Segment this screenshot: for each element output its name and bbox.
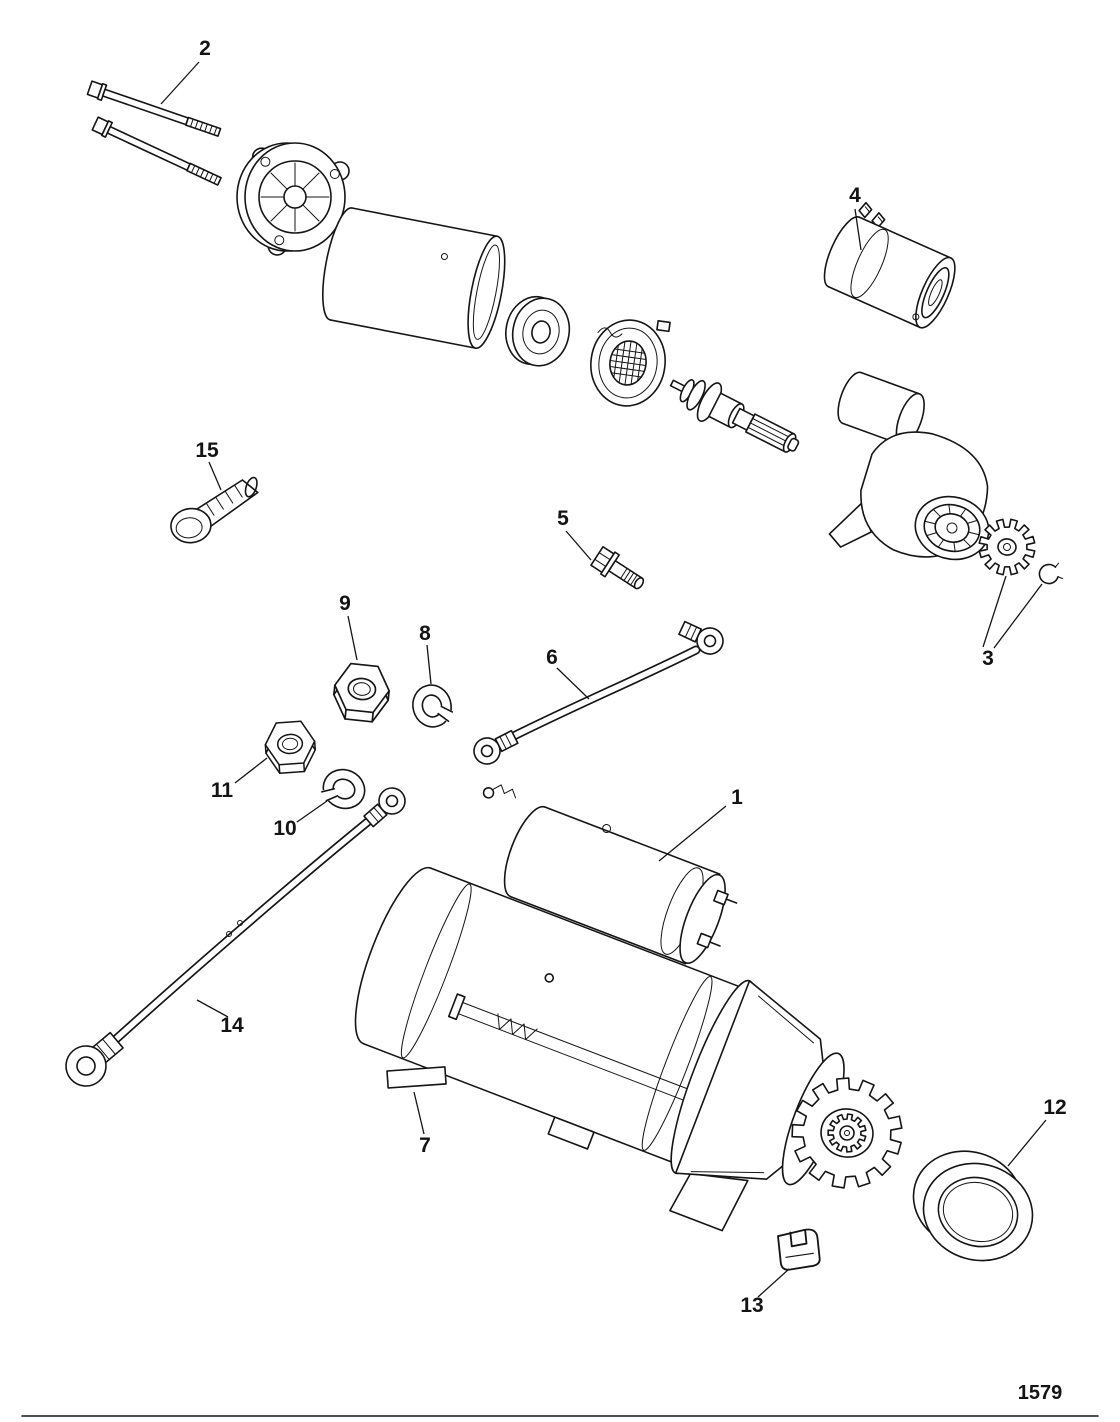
leader-1 <box>658 805 727 862</box>
armature-shaft-drawing <box>669 379 800 453</box>
callout-labels: 1 2 3 4 5 6 7 8 9 10 11 12 13 14 15 <box>195 37 1066 1317</box>
callout-15-label: 15 <box>195 439 219 462</box>
leader-9 <box>347 615 358 661</box>
part-12-ring-drawing <box>912 1150 1034 1262</box>
leader-8 <box>426 644 432 685</box>
callout-12-label: 12 <box>1043 1096 1066 1119</box>
callout-2-label: 2 <box>199 37 211 60</box>
callout-9-label: 9 <box>339 592 351 615</box>
leader-3b <box>993 583 1043 649</box>
callout-5-label: 5 <box>557 507 569 530</box>
end-cap-drawing <box>236 142 350 256</box>
leader-3a <box>982 575 1007 648</box>
callout-7-label: 7 <box>419 1134 431 1157</box>
part-8-lock-washer-drawing <box>407 679 458 733</box>
part-14-cable-drawing <box>65 781 412 1087</box>
nose-housing-assembly-drawing <box>828 371 990 561</box>
callout-4-label: 4 <box>849 184 861 207</box>
part-10-lock-washer-drawing <box>315 762 372 817</box>
part-2-mounting-bolts-drawing <box>86 80 222 186</box>
part-15-boot-drawing <box>170 476 259 544</box>
leader-lines <box>160 61 1047 1298</box>
part-1-starter-assembly-drawing <box>354 784 903 1232</box>
part-13-clip-drawing <box>777 1228 821 1271</box>
washer-disc-drawing <box>505 295 571 367</box>
leader-14 <box>196 999 229 1018</box>
callout-14-label: 14 <box>220 1014 244 1037</box>
part-11-nut-drawing <box>263 719 318 775</box>
callout-10-label: 10 <box>273 817 296 840</box>
part-5-bolt-drawing <box>590 545 645 590</box>
part-4-solenoid-drawing <box>823 201 956 329</box>
leader-11 <box>234 757 268 784</box>
callout-3-label: 3 <box>982 647 994 670</box>
part-6-cable-drawing <box>468 615 729 770</box>
callout-11-label: 11 <box>211 779 234 802</box>
leader-15 <box>208 461 222 491</box>
leader-12 <box>1007 1119 1047 1167</box>
part-7-label-drawing <box>386 1066 447 1089</box>
page-number: 1579 <box>1018 1382 1063 1404</box>
leader-7 <box>413 1091 425 1135</box>
callout-6-label: 6 <box>546 646 558 669</box>
part-3-pinion-and-retainer-drawing <box>978 518 1064 585</box>
leader-10 <box>296 800 328 823</box>
leader-4 <box>854 208 862 251</box>
leader-6 <box>556 667 590 700</box>
leader-5 <box>565 530 592 561</box>
callout-8-label: 8 <box>419 622 431 645</box>
motor-frame-drawing <box>322 207 506 350</box>
brush-plate-drawing <box>590 319 671 407</box>
callout-13-label: 13 <box>740 1294 763 1317</box>
callout-1-label: 1 <box>731 786 743 809</box>
leader-2 <box>160 61 200 105</box>
part-9-nut-drawing <box>330 661 393 725</box>
leader-13 <box>757 1268 790 1298</box>
